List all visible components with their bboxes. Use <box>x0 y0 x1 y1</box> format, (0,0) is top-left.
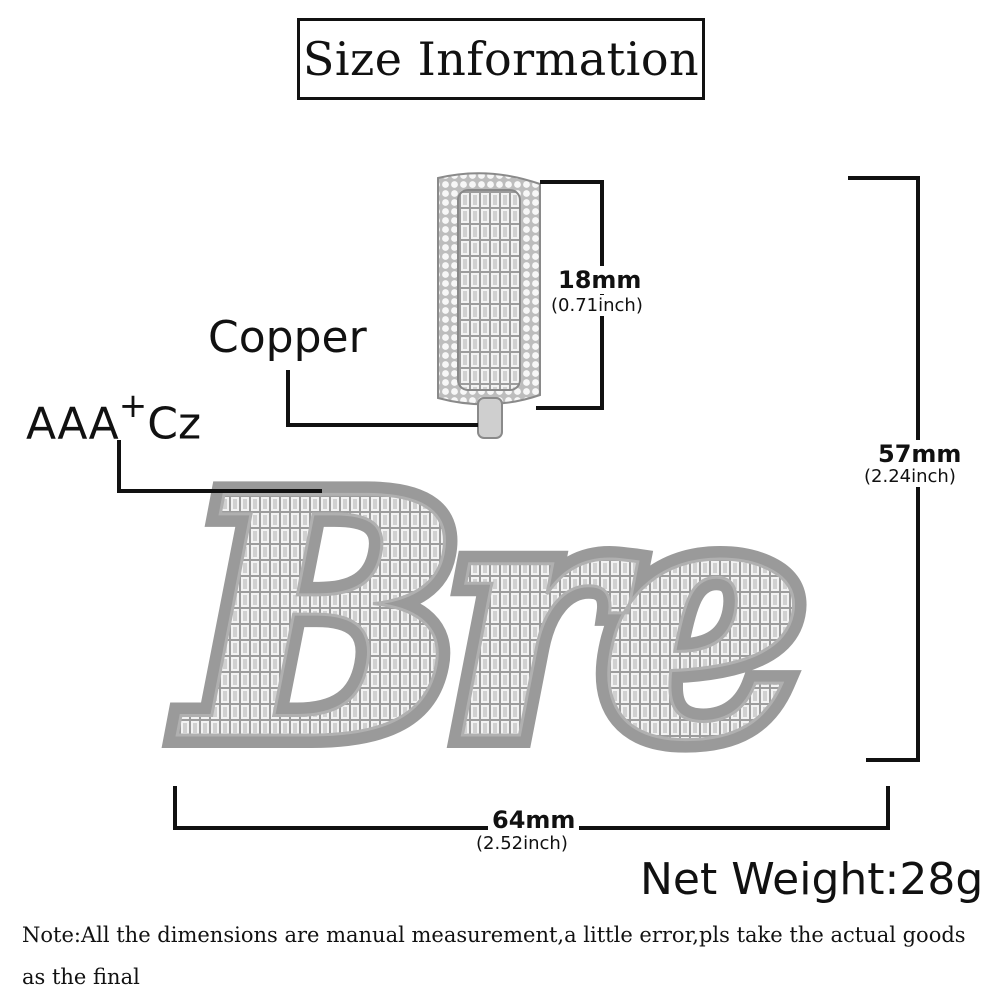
total-height-mm: 57mm <box>876 440 964 468</box>
page-title: Size Information <box>302 32 700 86</box>
stone-plus: + <box>118 386 148 426</box>
bail-height-inch: (0.71inch) <box>549 295 645 316</box>
net-weight: Net Weight:28g <box>640 854 984 905</box>
pendant-letters: Bre Bre <box>162 412 827 826</box>
stone-label: AAA+Cz <box>26 386 202 450</box>
stone-leader-line <box>117 440 322 493</box>
stone-type: Cz <box>147 398 202 450</box>
title-box: Size Information <box>297 18 705 100</box>
svg-text:Bre: Bre <box>175 425 794 813</box>
stone-grade: AAA <box>26 398 119 450</box>
copper-leader-line <box>286 370 478 427</box>
total-height-inch: (2.24inch) <box>862 466 958 487</box>
width-inch: (2.52inch) <box>474 833 570 854</box>
copper-label: Copper <box>208 312 367 363</box>
measurement-note: Note:All the dimensions are manual measu… <box>22 923 966 989</box>
bail <box>437 172 541 439</box>
bail-height-mm: 18mm <box>556 266 644 294</box>
width-mm: 64mm <box>488 806 580 834</box>
